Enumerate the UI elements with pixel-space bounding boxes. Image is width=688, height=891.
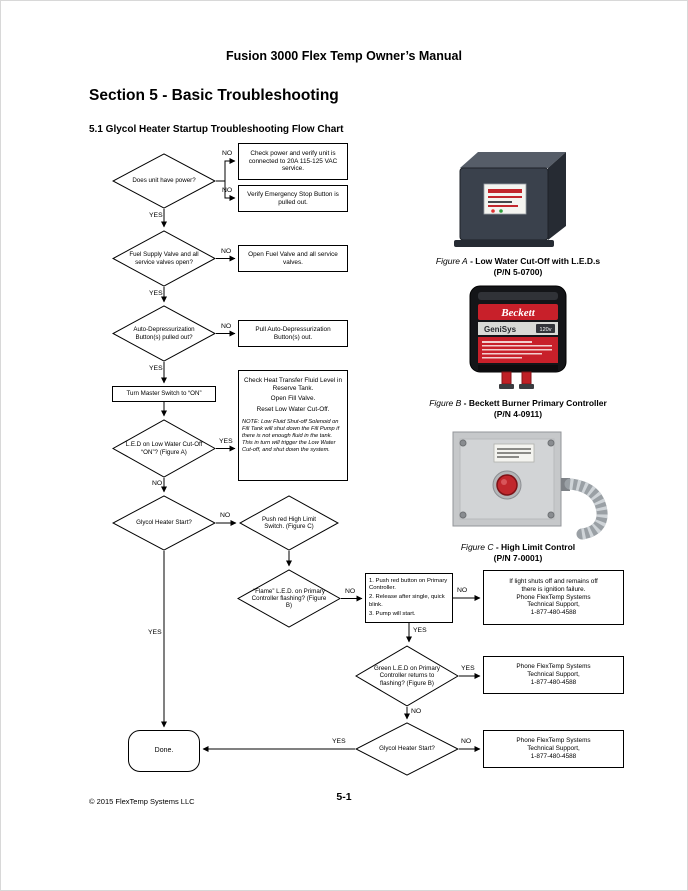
decision-lwco-led-on: L.E.D on Low Water Cut-Off “ON”? (Figure… [112, 419, 216, 478]
diamond-shape [355, 645, 459, 707]
edge-label-yes: YES [413, 627, 427, 634]
decision-green-led-flashing: Green L.E.D on Primary Controller return… [355, 645, 459, 707]
edge-label-yes: YES [149, 365, 163, 372]
terminal-phone-support-2: Phone FlexTemp Systems Technical Support… [483, 730, 624, 768]
flowchart-title: 5.1 Glycol Heater Startup Troubleshootin… [89, 124, 344, 135]
action-push-high-limit-switch: Push red High Limit Switch. (Figure C) [239, 495, 339, 551]
diamond-shape [239, 495, 339, 551]
diamond-shape [112, 305, 216, 362]
decision-flame-led-flashing: “Flame” L.E.D. on Primary Controller fla… [237, 569, 341, 628]
section-title: Section 5 - Basic Troubleshooting [89, 87, 339, 104]
decision-glycol-heater-start-1: Glycol Heater Start? [112, 495, 216, 551]
svg-text:Beckett: Beckett [500, 307, 536, 319]
process-primary-controller-steps: 1. Push red button on Primary Controller… [365, 573, 453, 623]
figure-b-image: Beckett GeniSys 120v [469, 285, 567, 389]
process-pull-depressurization: Pull Auto-Depressurization Button(s) out… [238, 320, 348, 347]
decision-depressurization-buttons: Auto-Depressurization Button(s) pulled o… [112, 305, 216, 362]
page-number: 5-1 [336, 791, 352, 803]
edge-label-no: NO [152, 480, 163, 487]
figure-a-pn: (P/N 5-0700) [493, 266, 543, 277]
edge-label-no: NO [411, 708, 422, 715]
edge-label-no: NO [461, 738, 472, 745]
edge-label-no: NO [457, 587, 468, 594]
process-check-power: Check power and verify unit is connected… [238, 143, 348, 180]
edge-label-yes: YES [332, 738, 346, 745]
decision-does-unit-have-power: Does unit have power? [112, 153, 216, 209]
edge-label-no: NO [220, 512, 231, 519]
fluid-note: NOTE: Low Fluid Shut-off Solenoid on Fil… [242, 418, 340, 454]
terminal-phone-support-1: Phone FlexTemp Systems Technical Support… [483, 656, 624, 694]
diamond-shape [112, 230, 216, 287]
diamond-shape [112, 153, 216, 209]
edge-label-no: NO [222, 150, 233, 157]
figure-a-image [454, 152, 566, 247]
process-verify-estop: Verify Emergency Stop Button is pulled o… [238, 185, 348, 212]
diamond-shape [112, 495, 216, 551]
figure-c-pn: (P/N 7-0001) [493, 552, 543, 563]
process-check-fluid-level: Check Heat Transfer Fluid Level in Reser… [238, 370, 348, 481]
figure-c-caption: Figure C - High Limit Control [460, 542, 576, 552]
process-open-fuel-valve: Open Fuel Valve and all service valves. [238, 245, 348, 272]
copyright-text: © 2015 FlexTemp Systems LLC [89, 797, 195, 806]
figure-a: Figure A - Low Water Cut-Off with L.E.D.… [414, 142, 622, 277]
edge-label-no: NO [345, 588, 356, 595]
diamond-shape [237, 569, 341, 628]
figure-b-caption: Figure B - Beckett Burner Primary Contro… [429, 398, 607, 408]
decision-glycol-heater-start-2: Glycol Heater Start? [355, 722, 459, 776]
edge-label-yes: YES [461, 665, 475, 672]
edge-label-no: NO [221, 323, 232, 330]
edge-label-yes: YES [149, 290, 163, 297]
edge-label-yes: YES [149, 212, 163, 219]
svg-text:120v: 120v [540, 327, 552, 333]
edge-label-no: NO [222, 187, 233, 194]
figure-c: Figure C - High Limit Control (P/N 7-000… [406, 428, 630, 563]
figure-b: Beckett GeniSys 120v Figure B - Beckett … [414, 284, 622, 419]
svg-text:GeniSys: GeniSys [484, 325, 517, 334]
figure-a-caption: Figure A - Low Water Cut-Off with L.E.D.… [435, 256, 601, 266]
edge-label-yes: YES [148, 629, 162, 636]
edge-label-no: NO [221, 248, 232, 255]
figure-c-image [452, 431, 608, 540]
terminal-done: Done. [128, 730, 200, 772]
process-master-switch-on: Turn Master Switch to “ON” [112, 386, 216, 402]
figure-b-pn: (P/N 4-0911) [493, 408, 543, 419]
diamond-shape [112, 419, 216, 478]
decision-fuel-valves-open: Fuel Supply Valve and all service valves… [112, 230, 216, 287]
manual-header: Fusion 3000 Flex Temp Owner’s Manual [226, 49, 462, 63]
edge-label-yes: YES [219, 438, 233, 445]
terminal-ignition-failure: If light shuts off and remains off there… [483, 570, 624, 625]
diamond-shape [355, 722, 459, 776]
